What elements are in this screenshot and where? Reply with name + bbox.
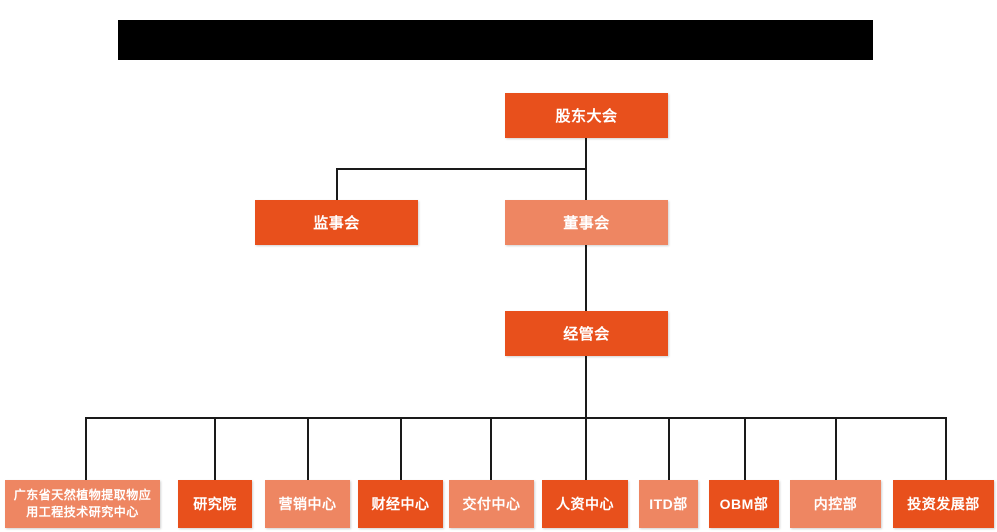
- connector-shareholders-crossbar: [336, 168, 587, 170]
- connector-departments-bus: [85, 417, 945, 419]
- node-board-of-directors[interactable]: 董事会: [505, 200, 668, 245]
- node-label-obm-dept: OBM部: [719, 496, 769, 512]
- connector-drop-research-center: [85, 417, 87, 480]
- connector-management-stem: [585, 356, 587, 418]
- node-management-committee[interactable]: 经管会: [505, 311, 668, 356]
- node-label-research-institute: 研究院: [193, 496, 237, 512]
- node-marketing-center[interactable]: 营销中心: [265, 480, 350, 528]
- connector-drop-itd-dept: [668, 417, 670, 480]
- node-itd-dept[interactable]: ITD部: [639, 480, 698, 528]
- node-label-delivery-center: 交付中心: [462, 496, 521, 512]
- connector-drop-research-institute: [214, 417, 216, 480]
- node-label-board-of-directors: 董事会: [563, 215, 610, 232]
- node-label-research-center: 广东省天然植物提取物应用工程技术研究中心: [13, 488, 152, 519]
- node-obm-dept[interactable]: OBM部: [709, 480, 779, 528]
- connector-drop-hr-center: [585, 417, 587, 480]
- node-finance-center[interactable]: 财经中心: [358, 480, 443, 528]
- node-board-of-supervisors[interactable]: 监事会: [255, 200, 418, 245]
- node-label-itd-dept: ITD部: [649, 496, 688, 512]
- node-label-board-of-supervisors: 监事会: [313, 215, 360, 232]
- connector-drop-marketing-center: [307, 417, 309, 480]
- node-research-center[interactable]: 广东省天然植物提取物应用工程技术研究中心: [5, 480, 160, 528]
- connector-directors-drop: [585, 168, 587, 200]
- node-internal-control-dept[interactable]: 内控部: [790, 480, 881, 528]
- connector-supervisors-drop: [336, 168, 338, 200]
- node-label-investment-development-dept: 投资发展部: [907, 496, 980, 512]
- node-research-institute[interactable]: 研究院: [178, 480, 252, 528]
- node-delivery-center[interactable]: 交付中心: [449, 480, 534, 528]
- node-hr-center[interactable]: 人资中心: [542, 480, 628, 528]
- node-label-shareholders-meeting: 股东大会: [555, 108, 618, 125]
- node-shareholders-meeting[interactable]: 股东大会: [505, 93, 668, 138]
- node-label-internal-control-dept: 内控部: [813, 496, 858, 512]
- connector-drop-investment-development-dept: [945, 417, 947, 480]
- node-label-management-committee: 经管会: [563, 326, 610, 343]
- connector-directors-to-management: [585, 245, 587, 311]
- connector-drop-delivery-center: [490, 417, 492, 480]
- connector-shareholders-stem: [585, 138, 587, 170]
- node-label-finance-center: 财经中心: [371, 496, 430, 512]
- node-label-hr-center: 人资中心: [556, 496, 614, 512]
- connector-drop-obm-dept: [744, 417, 746, 480]
- redacted-title-bar: [118, 20, 873, 60]
- connector-drop-internal-control-dept: [835, 417, 837, 480]
- node-label-marketing-center: 营销中心: [278, 496, 337, 512]
- node-investment-development-dept[interactable]: 投资发展部: [893, 480, 994, 528]
- connector-drop-finance-center: [400, 417, 402, 480]
